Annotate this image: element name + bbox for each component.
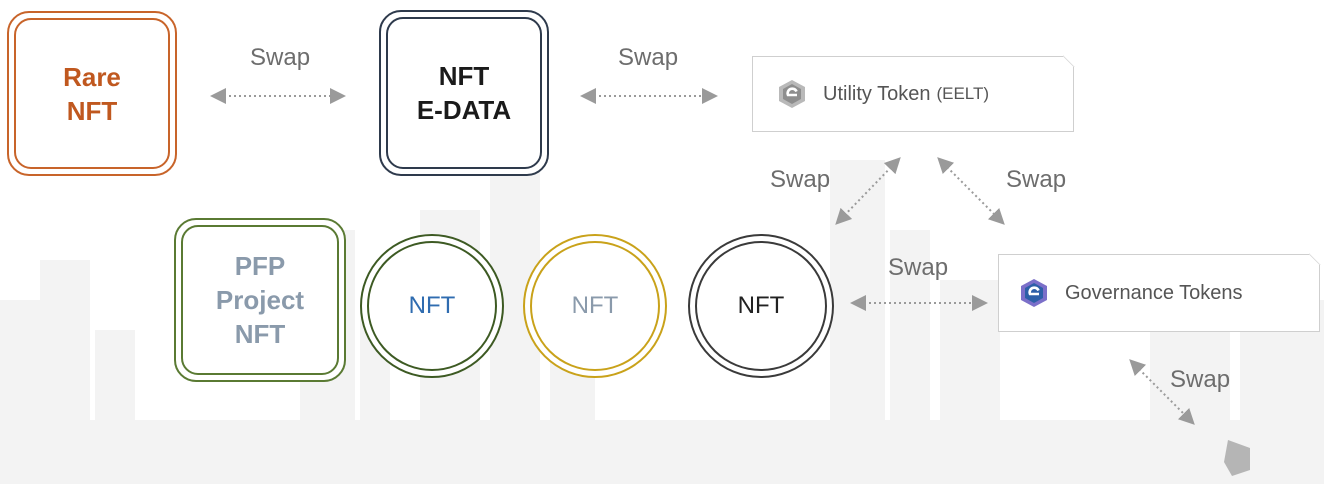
- governance-tokens-label: Governance Tokens: [1065, 281, 1243, 304]
- governance-tokens-card: Governance Tokens: [998, 253, 1321, 332]
- utility-token-ticker: (EELT): [936, 84, 990, 103]
- pfp-project-nft-label: PFP Project NFT: [215, 251, 305, 349]
- swap-label-rare-edata: Swap: [250, 44, 311, 71]
- swap-label-nft-governance: Swap: [888, 254, 949, 281]
- e-coin-icon-gray: [779, 80, 805, 108]
- utility-token-card: Utility Token (EELT): [752, 55, 1075, 132]
- nft-circle-gold: NFT: [523, 234, 667, 378]
- swap-label-utility-nft: Swap: [770, 166, 831, 193]
- utility-token-label: Utility Token: [823, 82, 931, 105]
- e-coin-icon-blue: [1021, 279, 1047, 307]
- nft-circle-dark: NFT: [688, 234, 834, 378]
- nft-circle-green-label: NFT: [408, 292, 456, 319]
- swap-label-utility-governance: Swap: [1006, 166, 1067, 193]
- rare-nft-box: Rare NFT: [7, 11, 177, 176]
- nft-circle-dark-label: NFT: [737, 292, 785, 319]
- pfp-project-nft-box: PFP Project NFT: [174, 218, 346, 382]
- swap-label-edata-utility: Swap: [618, 44, 679, 71]
- nft-circle-gold-label: NFT: [571, 292, 619, 319]
- swap-label-governance-bottom: Swap: [1170, 366, 1231, 393]
- nft-edata-box: NFT E-DATA: [379, 10, 549, 176]
- rare-nft-label: Rare NFT: [63, 61, 121, 126]
- nft-edata-label: NFT E-DATA: [416, 61, 512, 125]
- nft-circle-green: NFT: [360, 234, 504, 378]
